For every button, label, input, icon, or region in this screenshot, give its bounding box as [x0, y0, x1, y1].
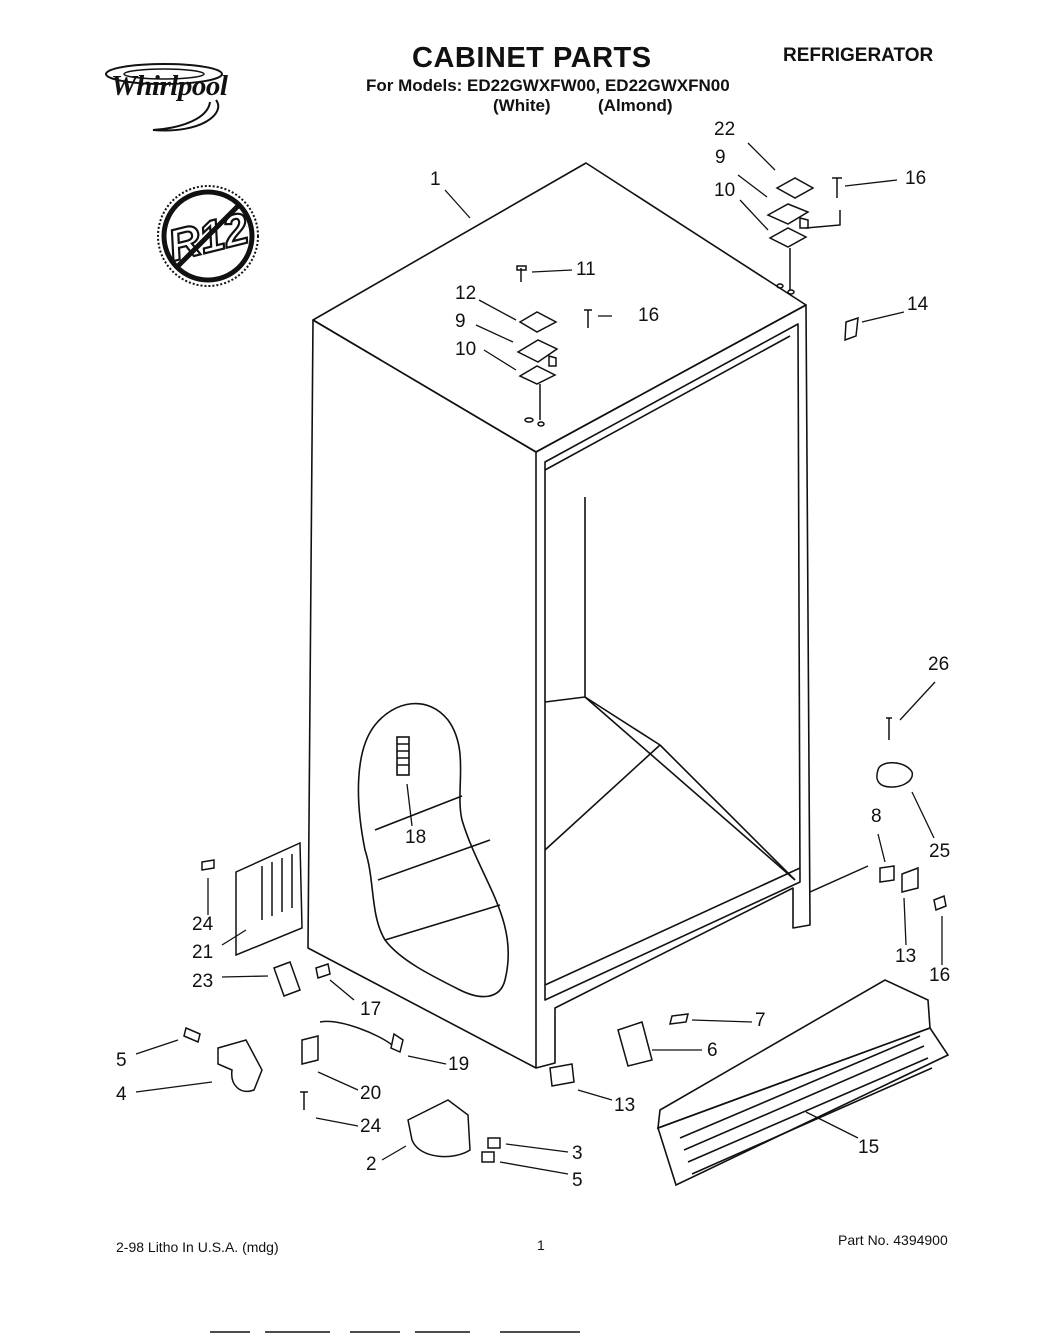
callout-20: 20: [360, 1083, 382, 1104]
callout-14: 14: [907, 294, 929, 315]
variant-almond: (Almond): [598, 96, 673, 115]
callout-8: 8: [871, 806, 882, 827]
callout-15: 15: [858, 1137, 880, 1158]
right-hinge-assembly: [766, 177, 859, 342]
callout-16: 16: [905, 168, 927, 189]
part-number: Part No. 4394900: [838, 1232, 948, 1248]
center-bottom-parts: [549, 1013, 689, 1087]
callout-18: 18: [405, 827, 427, 848]
callout-24: 24: [360, 1116, 382, 1137]
callout-24: 24: [192, 914, 214, 935]
callout-23: 23: [192, 971, 214, 992]
callout-9: 9: [715, 147, 726, 168]
callout-22: 22: [714, 119, 736, 140]
right-lower-parts: [809, 717, 947, 912]
callout-10: 10: [455, 339, 477, 360]
callout-4: 4: [116, 1084, 127, 1105]
callout-16: 16: [638, 305, 660, 326]
callout-leaders: [135, 142, 943, 1175]
callout-26: 26: [928, 654, 950, 675]
page-title: CABINET PARTS: [412, 42, 652, 74]
no-r12-icon: R12: [157, 185, 259, 287]
callout-5: 5: [572, 1170, 583, 1191]
footer-litho: 2-98 Litho In U.S.A. (mdg): [116, 1239, 279, 1255]
callout-12: 12: [455, 283, 477, 304]
page-number: 1: [537, 1237, 545, 1253]
callout-13: 13: [614, 1095, 636, 1116]
cabinet: [307, 162, 811, 1069]
callout-9: 9: [455, 311, 466, 332]
callout-3: 3: [572, 1143, 583, 1164]
callout-25: 25: [929, 841, 951, 862]
callout-5: 5: [116, 1050, 127, 1071]
whirlpool-logo: [105, 63, 223, 132]
bottom-rule: [210, 1331, 580, 1333]
callout-11: 11: [576, 259, 596, 280]
toe-grille: [657, 979, 950, 1187]
center-hinge-assembly: [516, 265, 592, 427]
callout-17: 17: [360, 999, 382, 1020]
callout-16: 16: [929, 965, 951, 986]
models-line: For Models: ED22GWXFW00, ED22GWXFN00: [366, 76, 730, 95]
brand-name: Whirlpool: [111, 70, 228, 102]
callout-13: 13: [895, 946, 917, 967]
variant-white: (White): [493, 96, 551, 115]
callout-10: 10: [714, 180, 736, 201]
callout-1: 1: [430, 169, 441, 190]
callout-2: 2: [366, 1154, 377, 1175]
callout-6: 6: [707, 1040, 718, 1061]
side-cutaway: [357, 702, 510, 998]
product-category: REFRIGERATOR: [783, 45, 934, 66]
left-lower-parts: [183, 841, 501, 1163]
callout-19: 19: [448, 1054, 470, 1075]
callout-7: 7: [755, 1010, 766, 1031]
callout-21: 21: [192, 942, 214, 963]
